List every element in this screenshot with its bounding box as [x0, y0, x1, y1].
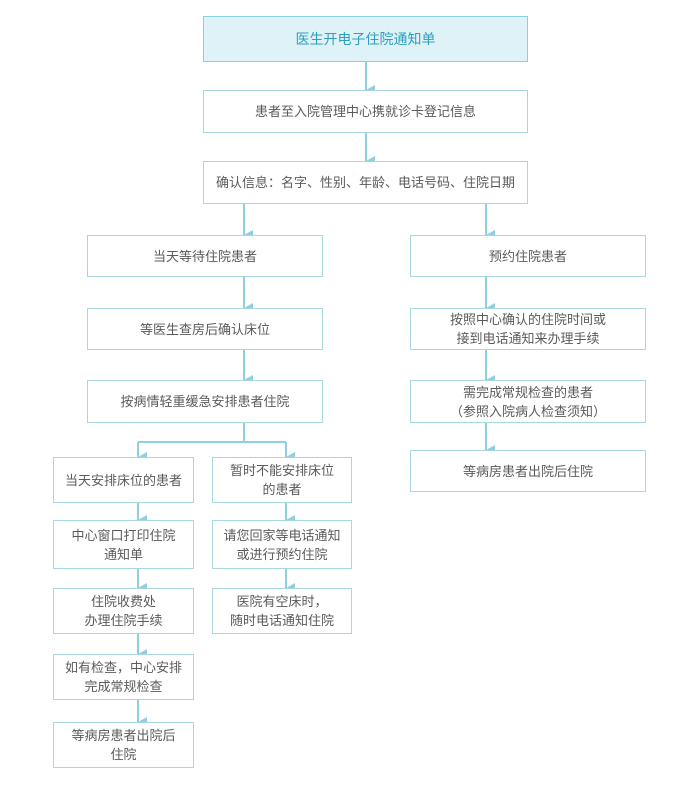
ward-round-box: 等医生查房后确认床位 — [87, 308, 323, 350]
print-notice-box: 中心窗口打印住院 通知单 — [53, 520, 194, 569]
go-home-box: 请您回家等电话通知 或进行预约住院 — [212, 520, 352, 569]
checkup-box: 需完成常规检查的患者 （参照入院病人检查须知） — [410, 380, 646, 423]
phone-notify-text: 医院有空床时， 随时电话通知住院 — [229, 594, 334, 628]
print-notice-text: 中心窗口打印住院 通知单 — [71, 527, 176, 562]
exam-text: 如有检查，中心安排 完成常规检查 — [64, 660, 182, 694]
same-day-waiting-text: 当天等待住院患者 — [152, 248, 257, 264]
reserved-patient-box: 预约住院患者 — [410, 235, 646, 277]
same-day-waiting-box: 当天等待住院患者 — [87, 235, 323, 277]
no-bed-box: 暂时不能安排床位 的患者 — [212, 457, 352, 503]
assigned-discharge-wait-text: 等病房患者出院后 住院 — [71, 728, 176, 762]
title-text: 医生开电子住院通知单 — [295, 30, 436, 47]
right-discharge-wait-text: 等病房患者出院后住院 — [462, 463, 593, 479]
register-box: 患者至入院管理中心携就诊卡登记信息 — [203, 90, 528, 133]
checkup-text: 需完成常规检查的患者 （参照入院病人检查须知） — [449, 384, 606, 419]
billing-box: 住院收费处 办理住院手续 — [53, 588, 194, 634]
right-discharge-wait-box: 等病房患者出院后住院 — [410, 450, 646, 492]
assigned-bed-text: 当天安排床位的患者 — [64, 472, 182, 488]
title-box: 医生开电子住院通知单 — [203, 16, 528, 62]
ward-round-text: 等医生查房后确认床位 — [139, 321, 270, 337]
assigned-bed-box: 当天安排床位的患者 — [53, 457, 194, 503]
arrange-box: 按病情轻重缓急安排患者住院 — [87, 380, 323, 423]
no-bed-text: 暂时不能安排床位 的患者 — [229, 463, 334, 497]
confirm-text: 确认信息：名字、性别、年龄、电话号码、住院日期 — [215, 175, 515, 190]
connector-arrange-split — [138, 423, 245, 443]
procedure-box: 按照中心确认的住院时间或 接到电话通知来办理手续 — [410, 308, 646, 350]
register-text: 患者至入院管理中心携就诊卡登记信息 — [254, 104, 476, 119]
procedure-text: 按照中心确认的住院时间或 接到电话通知来办理手续 — [449, 312, 606, 346]
arrange-text: 按病情轻重缓急安排患者住院 — [120, 394, 290, 409]
go-home-text: 请您回家等电话通知 或进行预约住院 — [223, 527, 341, 562]
confirm-box: 确认信息：名字、性别、年龄、电话号码、住院日期 — [203, 161, 528, 204]
exam-box: 如有检查，中心安排 完成常规检查 — [53, 654, 194, 700]
assigned-discharge-wait-box: 等病房患者出院后 住院 — [53, 722, 194, 768]
billing-text: 住院收费处 办理住院手续 — [84, 594, 163, 628]
phone-notify-box: 医院有空床时， 随时电话通知住院 — [212, 588, 352, 634]
reserved-patient-text: 预约住院患者 — [488, 248, 567, 264]
